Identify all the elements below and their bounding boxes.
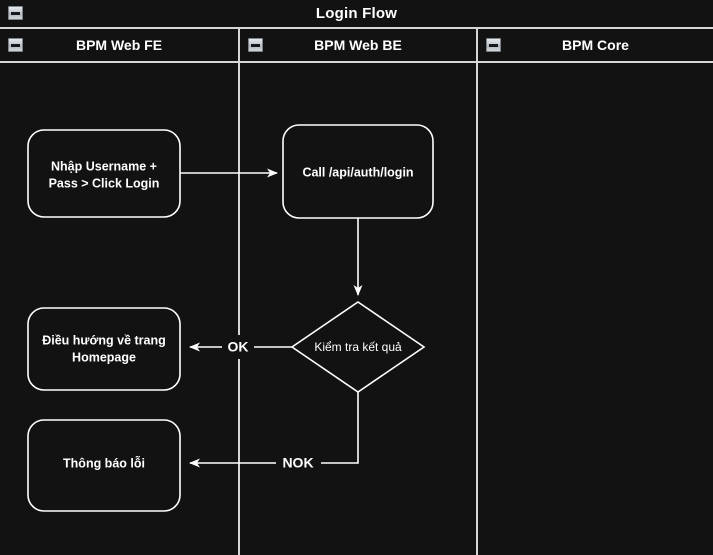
collapse-minus-icon-fe[interactable] xyxy=(8,38,23,52)
node-show-error[interactable]: Thông báo lỗi xyxy=(27,419,181,512)
node-label-check-result: Kiểm tra kết quả xyxy=(314,340,402,354)
diagram-title-bar: Login Flow xyxy=(0,0,713,29)
lane-divider-fe-be xyxy=(238,29,240,555)
lane-label-fe: BPM Web FE xyxy=(75,37,163,53)
lane-header-be[interactable]: BPM Web BE xyxy=(240,29,476,61)
node-label-error: Thông báo lỗi xyxy=(63,455,145,470)
edge-label-ok: OK xyxy=(228,339,249,355)
edge-n3-n5-nok: NOK xyxy=(189,392,359,475)
lane-divider-be-core xyxy=(476,29,478,555)
lane-label-core: BPM Core xyxy=(562,37,629,53)
collapse-minus-icon-core[interactable] xyxy=(486,38,501,52)
lane-header-core[interactable]: BPM Core xyxy=(478,29,713,61)
collapse-minus-icon-title[interactable] xyxy=(8,6,23,20)
page-title: Login Flow xyxy=(315,5,398,22)
node-label-line-1: Nhập Username + xyxy=(51,159,157,173)
edge-n3-n4-ok: OK xyxy=(189,335,292,359)
edge-label-nok: NOK xyxy=(282,455,313,471)
node-call-login-api[interactable]: Call /api/auth/login xyxy=(282,124,434,219)
node-input-credentials[interactable]: Nhập Username + Pass > Click Login xyxy=(27,129,181,218)
flowchart-canvas: OK NOK Nhập Username + Pass > Click Logi… xyxy=(27,124,434,512)
node-label-line-2: Pass > Click Login xyxy=(49,176,160,190)
collapse-minus-icon-be[interactable] xyxy=(248,38,263,52)
lane-header-fe[interactable]: BPM Web FE xyxy=(0,29,238,61)
node-label-call-api: Call /api/auth/login xyxy=(302,165,413,179)
lane-header-row: BPM Web FE BPM Web BE BPM Core xyxy=(0,29,713,63)
node-label-nav-line-1: Điều hướng về trang xyxy=(42,333,166,347)
node-label-nav-line-2: Homepage xyxy=(72,350,136,364)
lane-label-be: BPM Web BE xyxy=(314,37,402,53)
node-check-result-decision[interactable]: Kiểm tra kết quả xyxy=(290,301,426,393)
node-navigate-homepage[interactable]: Điều hướng về trang Homepage xyxy=(27,307,181,391)
